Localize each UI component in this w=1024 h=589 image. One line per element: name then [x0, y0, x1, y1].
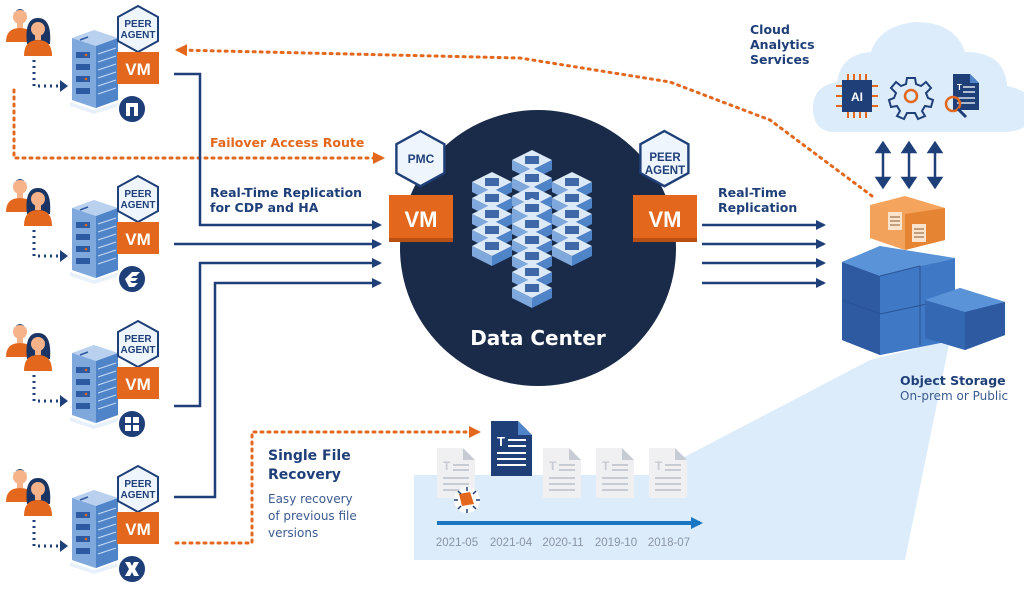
single-file-recovery-route [174, 426, 481, 545]
timeline-date: 2019-10 [595, 537, 637, 549]
file-version-3 [542, 447, 582, 499]
user-access-arrow [32, 520, 60, 548]
windows-icon [117, 409, 147, 439]
server-icon [69, 489, 121, 575]
peer-badge-top: PEER [124, 189, 152, 200]
cloud-analytics: AI T [813, 22, 1024, 132]
server-icon [69, 344, 121, 430]
sfr-sub-2: of previous file [268, 509, 357, 523]
storage-title: Object Storage [900, 373, 1006, 388]
svg-text:T: T [957, 83, 962, 92]
peer-badge-bottom: AGENT [121, 345, 156, 356]
sfr-title-1: Single File [268, 448, 351, 464]
timeline-date: 2020-11 [542, 537, 583, 549]
cloud-label-3: Services [750, 52, 810, 67]
file-version-5 [648, 447, 688, 499]
user-access-arrow [32, 60, 60, 88]
ai-label: AI [851, 90, 863, 104]
vm-label: VM [125, 520, 151, 539]
vm-box [117, 222, 159, 254]
peer-badge-bottom: AGENT [121, 490, 156, 501]
nutanix-icon [117, 94, 147, 124]
user-access-arrow [32, 375, 60, 403]
object-storage-icon [841, 196, 1005, 355]
vm-box [117, 52, 159, 84]
failover-route-label: Failover Access Route [210, 135, 365, 150]
dc-peer-vm-label: VM [649, 207, 682, 232]
gear-icon [887, 77, 935, 121]
users-icon [6, 9, 52, 56]
sfr-sub-1: Easy recovery [268, 492, 353, 506]
users-icon [6, 324, 52, 371]
pmc-vm-label: VM [405, 207, 438, 232]
peer-badge-top: PEER [124, 479, 152, 490]
sfr-title-2: Recovery [268, 467, 341, 483]
server-icon [69, 199, 121, 285]
replication-left-label-1: Real-Time Replication [210, 185, 363, 200]
replication-line-3 [174, 258, 382, 408]
vm-box [117, 512, 159, 544]
failover-access-route [12, 88, 385, 164]
timeline-date: 2021-04 [490, 537, 533, 549]
file-version-2-highlighted: T [491, 421, 532, 476]
data-center-title: Data Center [470, 326, 606, 350]
peer-badge-top: PEER [124, 334, 152, 345]
replication-right-label-1: Real-Time [718, 185, 787, 200]
vm-label: VM [125, 230, 151, 249]
users-icon [6, 179, 52, 226]
replication-left-label-2: for CDP and HA [210, 200, 319, 215]
pmc-badge-label: PMC [408, 152, 435, 166]
infection-badge-icon [454, 487, 480, 513]
sfr-sub-3: versions [268, 526, 319, 540]
pmc-vm-box [389, 195, 453, 241]
dc-peer-badge-top: PEER [649, 152, 681, 164]
ai-chip-icon: AI [836, 74, 878, 118]
egnyte-icon [117, 264, 147, 294]
document-search-icon: T [944, 74, 979, 119]
users-icon [6, 469, 52, 516]
dc-peer-vm-box [633, 195, 697, 241]
timeline-date: 2021-05 [436, 537, 478, 549]
vm-label: VM [125, 375, 151, 394]
cloud-label-1: Cloud [750, 22, 790, 37]
svg-text:T: T [497, 434, 505, 449]
nutanix-x-icon [117, 554, 147, 584]
server-icon [69, 29, 121, 115]
file-version-4 [595, 447, 635, 499]
failover-return-route [175, 44, 874, 198]
replication-right-label-2: Replication [718, 200, 798, 215]
storage-subtitle: On-prem or Public [900, 389, 1009, 403]
cloud-sync-arrows [874, 140, 944, 190]
vm-label: VM [125, 60, 151, 79]
peer-badge-bottom: AGENT [121, 200, 156, 211]
vm-box [117, 367, 159, 399]
dc-peer-badge-bottom: AGENT [645, 165, 685, 177]
user-access-arrow [32, 230, 60, 258]
peer-badge-top: PEER [124, 19, 152, 30]
peer-badge-bottom: AGENT [121, 30, 156, 41]
replication-line-1 [174, 72, 382, 230]
timeline-date: 2018-07 [648, 537, 690, 549]
recovery-projection [414, 340, 950, 560]
cloud-label-2: Analytics [750, 37, 815, 52]
replication-line-4 [174, 278, 382, 499]
